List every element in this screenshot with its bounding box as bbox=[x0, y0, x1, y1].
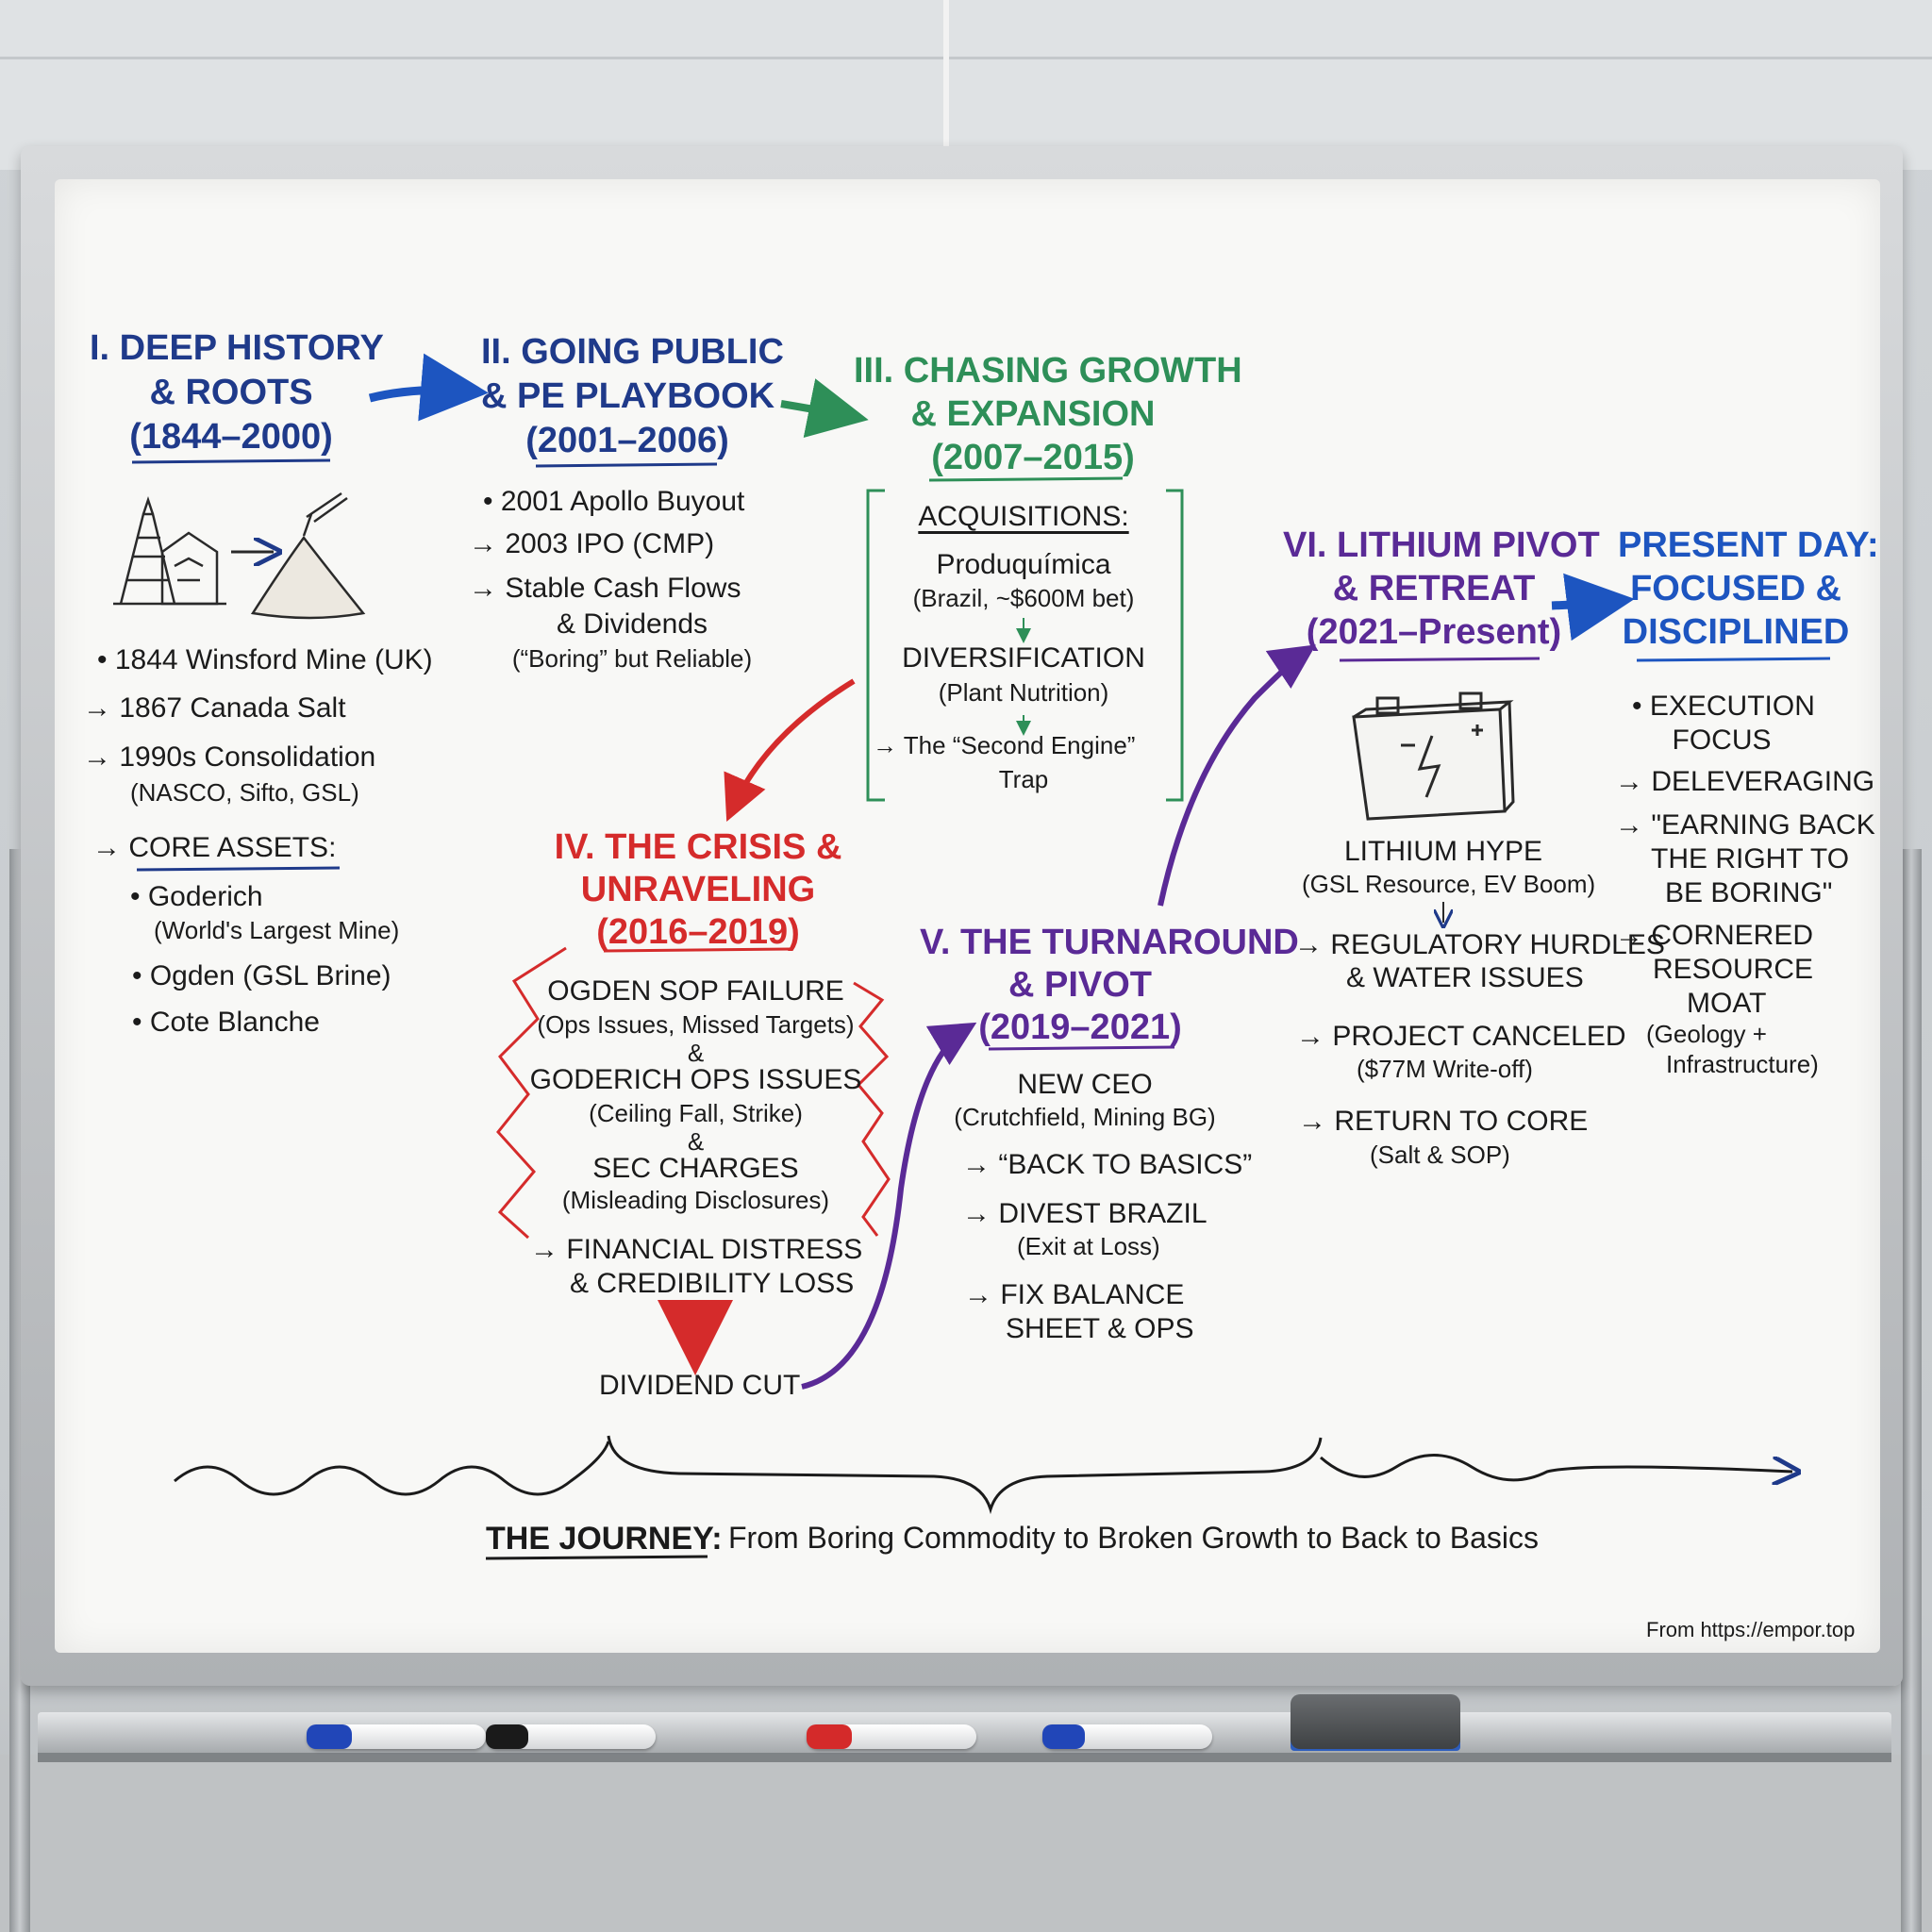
section-4-item: (Misleading Disclosures) bbox=[561, 1186, 830, 1214]
section-3-item: Produquímica bbox=[936, 549, 1111, 580]
eraser[interactable] bbox=[1291, 1694, 1460, 1749]
section-6-title-line1: VI. LITHIUM PIVOT bbox=[1283, 525, 1600, 565]
section-7-item: FOCUS bbox=[1672, 724, 1772, 756]
section-7-item: → DELEVERAGING bbox=[1615, 766, 1875, 797]
financial-distress: → FINANCIAL DISTRESS bbox=[530, 1234, 863, 1265]
section-4-item: (Ceiling Fall, Strike) bbox=[589, 1099, 803, 1127]
section-5-item: (Exit at Loss) bbox=[1017, 1232, 1160, 1260]
section-7-item: THE RIGHT TO bbox=[1651, 843, 1850, 874]
blue-marker-2[interactable] bbox=[1042, 1724, 1212, 1749]
core-asset: • Goderich bbox=[130, 881, 263, 912]
section-4-item: SEC CHARGES bbox=[592, 1153, 799, 1184]
section-7-item: MOAT bbox=[1687, 988, 1767, 1019]
section-7-item: RESOURCE bbox=[1653, 954, 1814, 985]
section-2-bullet: • 2001 Apollo Buyout bbox=[483, 486, 745, 517]
section-7-title-line1: PRESENT DAY: bbox=[1618, 525, 1879, 565]
section-5-item: NEW CEO bbox=[1017, 1069, 1153, 1100]
section-3-item: → The “Second Engine” bbox=[873, 731, 1136, 759]
section-7-item: • EXECUTION bbox=[1632, 691, 1815, 722]
core-asset: • Cote Blanche bbox=[132, 1007, 320, 1038]
section-6-title-line2: & RETREAT bbox=[1332, 569, 1536, 608]
ceiling-grid-line bbox=[943, 0, 949, 151]
black-marker[interactable] bbox=[486, 1724, 656, 1749]
section-3-item: (Brazil, ~$600M bet) bbox=[912, 584, 1135, 612]
section-5-item: → “BACK TO BASICS” bbox=[962, 1149, 1253, 1180]
section-3-title-line2: & EXPANSION bbox=[910, 394, 1156, 434]
watermark: From https://empor.top bbox=[1646, 1618, 1856, 1641]
red-marker[interactable] bbox=[807, 1724, 976, 1749]
section-2-bullet: → 2003 IPO (CMP) bbox=[469, 528, 715, 559]
core-assets-label: → CORE ASSETS: bbox=[92, 832, 337, 863]
section-4-item: & bbox=[687, 1039, 705, 1067]
section-2-title-line3: (2001–2006) bbox=[525, 421, 729, 460]
section-4-item: & bbox=[687, 1127, 705, 1156]
section-6-item: (GSL Resource, EV Boom) bbox=[1302, 870, 1596, 898]
section-2-bullet: & Dividends bbox=[556, 608, 708, 640]
floor bbox=[0, 1755, 1932, 1932]
section-6-item: → REGULATORY HURDLES bbox=[1294, 929, 1665, 960]
section-2-bullet: → Stable Cash Flows bbox=[469, 573, 741, 604]
section-5-item: → FIX BALANCE bbox=[964, 1279, 1185, 1310]
section-2-bullet: (“Boring” but Reliable) bbox=[511, 644, 753, 673]
section-7-item: → CORNERED bbox=[1615, 920, 1814, 951]
acquisitions-label: ACQUISITIONS: bbox=[918, 501, 1129, 532]
section-7-item: BE BORING" bbox=[1665, 877, 1833, 908]
section-1-title-line2: & ROOTS bbox=[149, 373, 313, 412]
section-2-title-line1: II. GOING PUBLIC bbox=[481, 332, 784, 372]
section-5-title-line1: V. THE TURNAROUND bbox=[920, 923, 1299, 962]
section-6-item: (Salt & SOP) bbox=[1370, 1141, 1510, 1169]
ceiling-grid-line bbox=[0, 57, 1932, 59]
section-3-item: (Plant Nutrition) bbox=[938, 678, 1109, 707]
section-6-item: & WATER ISSUES bbox=[1346, 962, 1584, 993]
section-3-item: DIVERSIFICATION bbox=[902, 642, 1145, 674]
core-asset: • Ogden (GSL Brine) bbox=[132, 960, 391, 991]
section-6-item: → PROJECT CANCELED bbox=[1296, 1021, 1626, 1052]
section-1-bullet: → 1867 Canada Salt bbox=[83, 692, 346, 724]
section-4-title-line2: UNRAVELING bbox=[580, 870, 816, 909]
ceiling bbox=[0, 0, 1932, 170]
section-4-title-line1: IV. THE CRISIS & bbox=[554, 827, 842, 867]
section-3-title-line3: (2007–2015) bbox=[931, 438, 1135, 477]
blue-marker[interactable] bbox=[307, 1724, 486, 1749]
marker-tray-lip bbox=[38, 1753, 1891, 1762]
section-1-bullet: → 1990s Consolidation bbox=[83, 741, 376, 773]
section-7-item: → "EARNING BACK bbox=[1615, 809, 1875, 841]
section-4-item: GODERICH OPS ISSUES bbox=[529, 1064, 862, 1095]
section-5-item: → DIVEST BRAZIL bbox=[962, 1198, 1208, 1229]
section-1-title-line1: I. DEEP HISTORY bbox=[90, 328, 384, 368]
section-5-title-line3: (2019–2021) bbox=[978, 1008, 1182, 1047]
section-4-item: OGDEN SOP FAILURE bbox=[547, 975, 844, 1007]
section-5-item: SHEET & OPS bbox=[1006, 1313, 1194, 1344]
section-1-title-line3: (1844–2000) bbox=[129, 417, 333, 457]
section-6-item: → RETURN TO CORE bbox=[1298, 1106, 1589, 1137]
section-3-title-line1: III. CHASING GROWTH bbox=[854, 351, 1242, 391]
journey-text: From Boring Commodity to Broken Growth t… bbox=[728, 1521, 1539, 1555]
section-7-title-line2: FOCUSED & bbox=[1630, 569, 1841, 608]
section-7-item: Infrastructure) bbox=[1666, 1050, 1819, 1078]
whiteboard bbox=[55, 179, 1880, 1653]
section-1-bullet: (NASCO, Sifto, GSL) bbox=[130, 778, 359, 807]
section-4-item: (Ops Issues, Missed Targets) bbox=[537, 1010, 855, 1039]
section-4-title-line3: (2016–2019) bbox=[596, 912, 800, 952]
section-1-bullet: • 1844 Winsford Mine (UK) bbox=[97, 644, 433, 675]
section-5-title-line2: & PIVOT bbox=[1008, 965, 1153, 1005]
section-3-item: Trap bbox=[998, 765, 1049, 793]
section-5-item: (Crutchfield, Mining BG) bbox=[954, 1103, 1216, 1131]
section-6-item: ($77M Write-off) bbox=[1357, 1055, 1533, 1083]
journey-label: THE JOURNEY: bbox=[486, 1521, 723, 1557]
section-2-title-line2: & PE PLAYBOOK bbox=[481, 376, 775, 416]
stand-leg-right bbox=[1901, 849, 1922, 1932]
section-7-title-line3: DISCIPLINED bbox=[1622, 612, 1850, 652]
section-6-item: LITHIUM HYPE bbox=[1343, 836, 1543, 867]
section-7-item: (Geology + bbox=[1646, 1020, 1767, 1048]
core-asset: (World's Largest Mine) bbox=[154, 916, 400, 944]
credibility-loss: & CREDIBILITY LOSS bbox=[570, 1268, 855, 1299]
dividend-cut: DIVIDEND CUT bbox=[599, 1370, 801, 1401]
section-6-title-line3: (2021–Present) bbox=[1306, 612, 1562, 652]
